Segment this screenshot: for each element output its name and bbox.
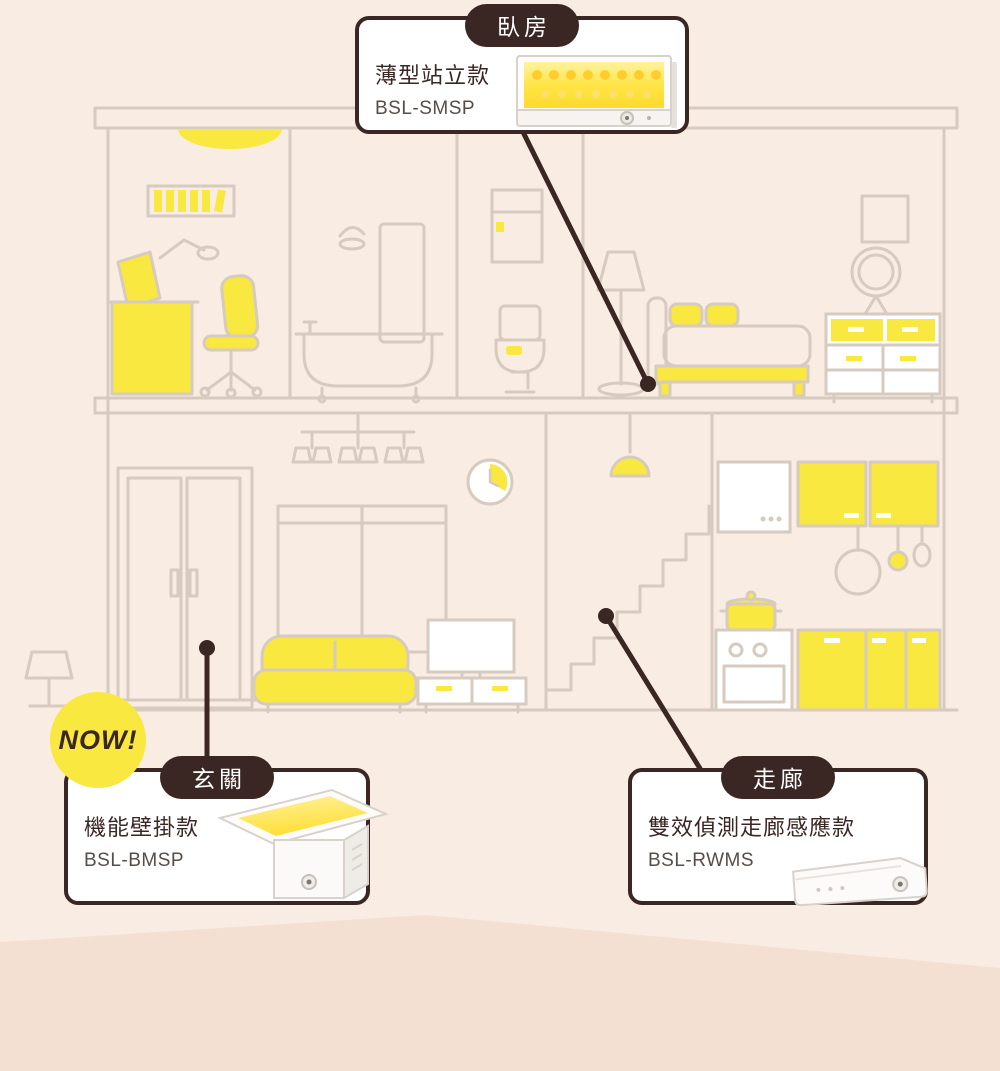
corridor-badge: 走廊 — [721, 756, 835, 799]
now-badge-label: NOW! — [58, 724, 138, 755]
callout-corridor: 走廊 雙效偵測走廊感應款 BSL-RWMS — [628, 756, 928, 907]
bedroom-product-type: 薄型站立款 — [375, 63, 491, 88]
house-structure — [93, 106, 959, 712]
connector-lines — [199, 127, 707, 778]
entrance-callout-text: 機能壁掛款 BSL-BMSP — [84, 810, 199, 872]
entrance-product-type: 機能壁掛款 — [84, 815, 200, 840]
bathroom — [294, 222, 444, 404]
bedroom-callout-text: 薄型站立款 BSL-SMSP — [375, 58, 490, 120]
bedroom-room — [596, 194, 942, 404]
entrance-badge: 玄關 — [160, 756, 274, 799]
wall-mount-sensor-light-icon — [217, 788, 389, 900]
callout-entrance: 玄關 機能壁掛款 BSL-BMSP — [64, 756, 389, 905]
ground-band — [0, 915, 1000, 1071]
entrance-door — [102, 466, 270, 710]
now-badge: NOW! — [50, 692, 146, 788]
home-office — [106, 184, 263, 399]
corridor-product-type: 雙效偵測走廊感應款 — [648, 815, 856, 840]
corridor-product-model: BSL-RWMS — [648, 850, 755, 871]
thin-standing-sensor-light-icon — [516, 55, 677, 128]
callout-bedroom: 臥房 薄型站立款 BSL-SMSP — [355, 4, 689, 134]
ceiling-lamp-icon — [178, 129, 282, 149]
corridor-callout-text: 雙效偵測走廊感應款 BSL-RWMS — [648, 810, 855, 872]
toilet-room — [490, 188, 546, 394]
entrance-product-model: BSL-BMSP — [84, 850, 185, 871]
staircase — [546, 411, 711, 692]
living-room — [252, 411, 528, 714]
hallway-dual-sensor-light-icon — [792, 857, 928, 907]
bedroom-badge: 臥房 — [465, 4, 579, 47]
kitchen — [714, 460, 942, 712]
outdoor-lamp — [24, 650, 74, 708]
bedroom-product-model: BSL-SMSP — [375, 98, 476, 119]
